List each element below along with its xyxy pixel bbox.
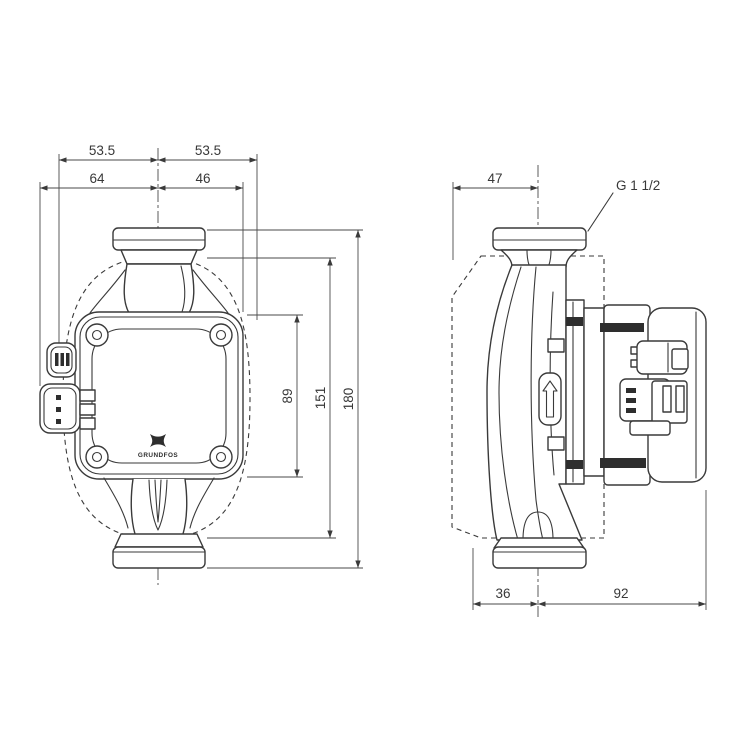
grundfos-logo-text: GRUNDFOS: [138, 452, 178, 459]
port-thread-label: G 1 1/2: [616, 178, 660, 193]
dim-label-180: 180: [341, 388, 356, 411]
grundfos-logo-icon: [150, 434, 166, 447]
dim-label-47: 47: [487, 171, 502, 186]
dim-label-46: 46: [195, 171, 210, 186]
front-bottom-flange: [103, 477, 215, 569]
side-pump-housing: [486, 264, 583, 541]
thread-callout: G 1 1/2: [587, 178, 660, 232]
side-dimension-lines: [453, 185, 706, 607]
control-box: GRUNDFOS: [74, 311, 244, 480]
dim-label-151: 151: [313, 387, 328, 410]
upper-connector: [46, 342, 77, 378]
side-extension-lines: [452, 182, 707, 610]
front-top-flange: [89, 227, 229, 314]
dim-label-53-5-left: 53.5: [89, 143, 115, 158]
front-volute-dashed-outline: [62, 256, 251, 540]
corner-screw-icon: [85, 323, 233, 469]
dim-label-89: 89: [280, 388, 295, 403]
side-view: 47 36 92 G 1 1/2: [451, 165, 707, 617]
dim-label-92: 92: [613, 586, 628, 601]
dim-label-53-5-right: 53.5: [195, 143, 221, 158]
side-bottom-flange: [492, 511, 587, 569]
grundfos-logo: GRUNDFOS: [138, 434, 178, 459]
front-view: 53.5 53.5 64 46 89 151 180: [39, 143, 363, 585]
upper-plug-connector: [630, 340, 689, 375]
lower-plug-connector: [619, 378, 688, 436]
front-dimension-lines: [40, 157, 361, 568]
flow-direction-arrow-icon: [538, 372, 562, 426]
dim-label-64: 64: [89, 171, 105, 186]
lower-connector: [39, 383, 96, 434]
dim-label-36: 36: [495, 586, 510, 601]
